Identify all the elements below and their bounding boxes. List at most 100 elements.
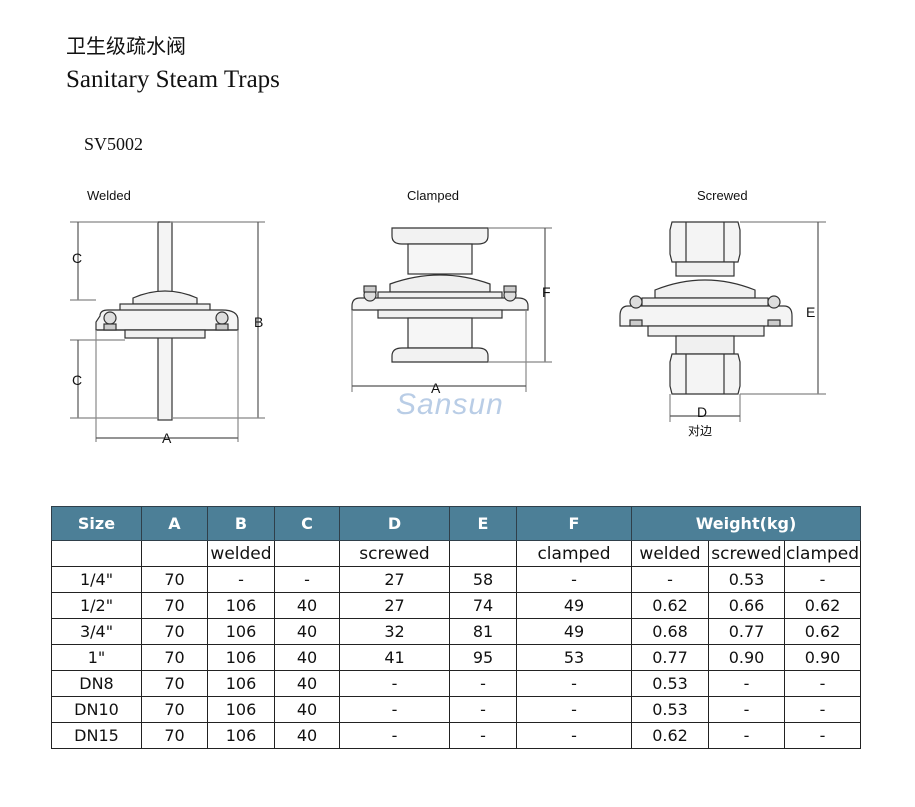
table-cell: 40 <box>274 722 340 749</box>
table-header-row: Size A B C D E F Weight(kg) <box>51 506 861 541</box>
subheader-cell: welded <box>207 540 275 567</box>
table-cell: - <box>339 696 450 723</box>
screwed-drawing <box>619 221 826 422</box>
dim-label-e: E <box>806 304 816 320</box>
col-header-size: Size <box>51 506 142 541</box>
title-chinese: 卫生级疏水阀 <box>66 34 186 58</box>
clamped-caption: Clamped <box>407 188 460 203</box>
subheader-cell: clamped <box>784 540 861 567</box>
table-cell: 70 <box>141 644 208 671</box>
table-cell: 27 <box>339 566 450 593</box>
table-cell: 70 <box>141 618 208 645</box>
subheader-cell <box>51 540 142 567</box>
table-cell: 0.90 <box>784 644 861 671</box>
dim-label-c-top: C <box>72 250 83 266</box>
dim-label-a-clamped: A <box>431 380 441 396</box>
table-cell: 49 <box>516 618 632 645</box>
table-cell: 40 <box>274 696 340 723</box>
clamped-drawing <box>351 227 552 392</box>
table-cell: 40 <box>274 618 340 645</box>
dim-label-f: F <box>542 284 551 300</box>
title-english: Sanitary Steam Traps <box>66 66 280 93</box>
table-cell: 1/2" <box>51 592 142 619</box>
table-cell: 70 <box>141 592 208 619</box>
col-header-b: B <box>207 506 275 541</box>
table-cell: 40 <box>274 670 340 697</box>
welded-caption: Welded <box>87 188 131 203</box>
table-cell: 106 <box>207 670 275 697</box>
col-header-d: D <box>339 506 450 541</box>
table-cell: - <box>449 696 517 723</box>
table-cell: 0.53 <box>631 696 709 723</box>
table-cell: - <box>449 722 517 749</box>
table-cell: 0.77 <box>708 618 785 645</box>
table-cell: 106 <box>207 644 275 671</box>
subheader-cell <box>274 540 340 567</box>
col-header-weight: Weight(kg) <box>631 506 861 541</box>
table-cell: 1/4" <box>51 566 142 593</box>
table-cell: 0.62 <box>784 618 861 645</box>
table-cell: 74 <box>449 592 517 619</box>
table-cell: 41 <box>339 644 450 671</box>
table-cell: 0.62 <box>784 592 861 619</box>
table-cell: 70 <box>141 696 208 723</box>
table-cell: 106 <box>207 592 275 619</box>
table-cell: - <box>339 722 450 749</box>
screwed-caption: Screwed <box>697 188 748 203</box>
dim-label-a-welded: A <box>162 430 172 446</box>
dim-label-d: D <box>697 404 708 420</box>
subheader-cell: clamped <box>516 540 632 567</box>
table-cell: 81 <box>449 618 517 645</box>
table-cell: 58 <box>449 566 517 593</box>
table-cell: 70 <box>141 566 208 593</box>
table-cell: 49 <box>516 592 632 619</box>
table-cell: 0.66 <box>708 592 785 619</box>
table-cell: 0.53 <box>708 566 785 593</box>
table-cell: - <box>708 696 785 723</box>
dim-label-b: B <box>254 314 264 330</box>
subheader-cell: welded <box>631 540 709 567</box>
table-cell: DN8 <box>51 670 142 697</box>
table-cell: 106 <box>207 696 275 723</box>
table-cell: - <box>784 670 861 697</box>
subheader-cell: screwed <box>708 540 785 567</box>
table-cell: 70 <box>141 722 208 749</box>
table-cell: 40 <box>274 592 340 619</box>
table-cell: 0.90 <box>708 644 785 671</box>
table-cell: 3/4" <box>51 618 142 645</box>
table-cell: - <box>516 722 632 749</box>
welded-drawing <box>70 221 265 442</box>
col-header-f: F <box>516 506 632 541</box>
subheader-cell: screwed <box>339 540 450 567</box>
table-cell: - <box>207 566 275 593</box>
model-number: SV5002 <box>84 134 144 154</box>
table-cell: 0.62 <box>631 722 709 749</box>
table-cell: 106 <box>207 618 275 645</box>
table-cell: 0.62 <box>631 592 709 619</box>
table-cell: - <box>784 722 861 749</box>
table-cell: 53 <box>516 644 632 671</box>
table-cell: 27 <box>339 592 450 619</box>
dim-label-c-bottom: C <box>72 372 83 388</box>
table-cell: - <box>784 566 861 593</box>
table-cell: 106 <box>207 722 275 749</box>
table-cell: - <box>274 566 340 593</box>
table-cell: 0.68 <box>631 618 709 645</box>
subheader-cell <box>449 540 517 567</box>
watermark: Sansun <box>396 388 504 421</box>
table-cell: - <box>516 696 632 723</box>
table-cell: DN10 <box>51 696 142 723</box>
table-cell: - <box>516 670 632 697</box>
col-header-a: A <box>141 506 208 541</box>
subheader-cell <box>141 540 208 567</box>
table-cell: 0.77 <box>631 644 709 671</box>
